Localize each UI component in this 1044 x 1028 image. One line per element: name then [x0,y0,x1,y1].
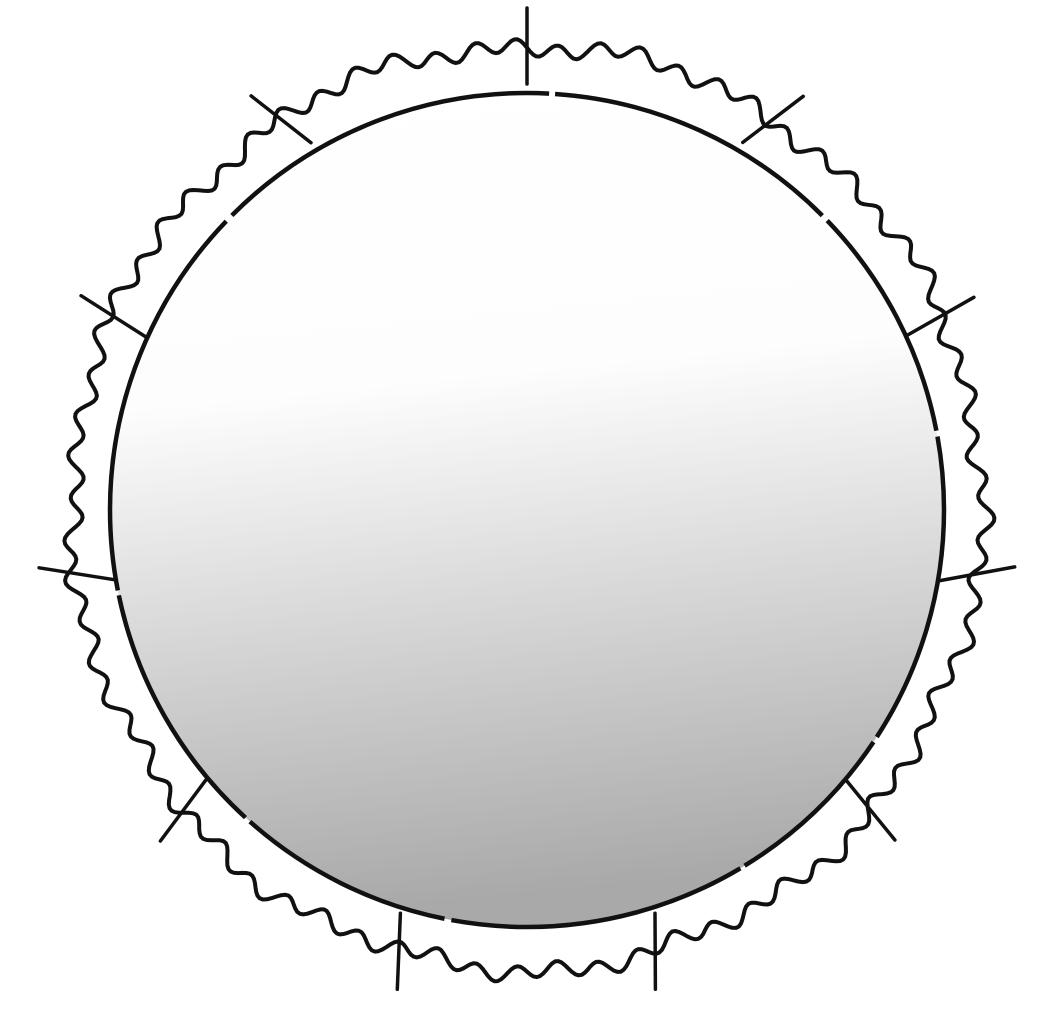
tick-mark [251,96,311,143]
sphere-fill [110,93,944,927]
tick-mark [397,913,400,989]
tick-mark [39,568,114,580]
sphere [110,93,944,927]
tick-mark [743,96,803,142]
tick-mark [81,296,145,337]
